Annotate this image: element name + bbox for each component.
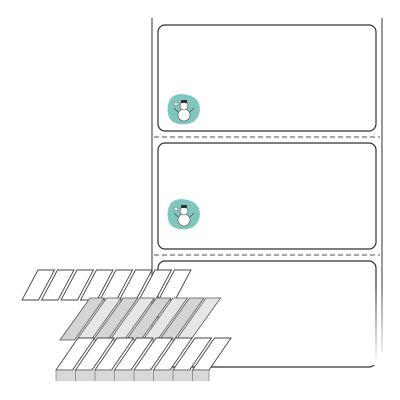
fanfold-top-label xyxy=(21,269,56,301)
label-2 xyxy=(157,142,377,250)
fanfold-stack xyxy=(21,269,232,381)
label-1 xyxy=(157,24,377,132)
fanfold-middle-label xyxy=(59,297,106,341)
snowman-icon xyxy=(167,94,200,125)
snowman-icon xyxy=(167,199,200,230)
fanfold-top-label xyxy=(40,269,75,301)
fanfold-middle-label xyxy=(142,297,189,341)
fanfold-top-label xyxy=(60,269,95,301)
